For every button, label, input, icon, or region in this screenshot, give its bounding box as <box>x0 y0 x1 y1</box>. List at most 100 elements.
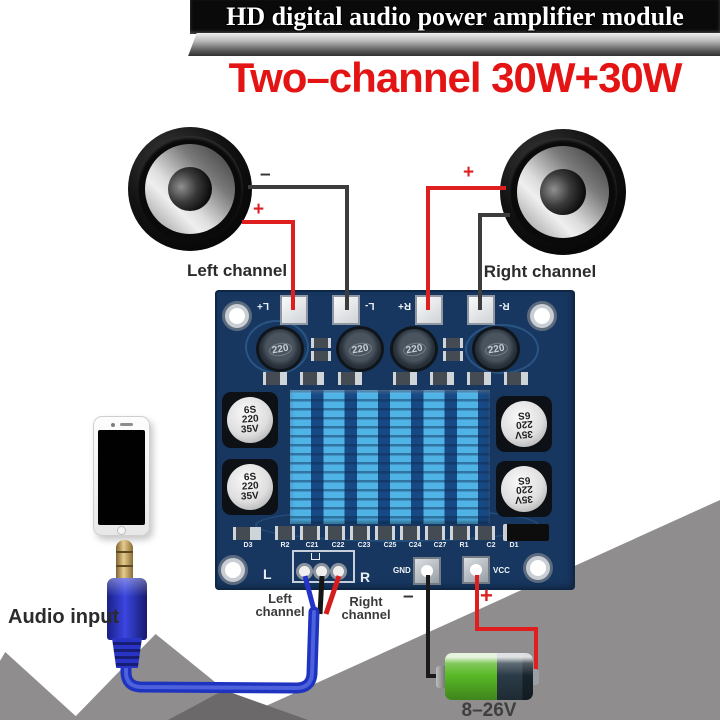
capacitor: 6S 220 35V <box>496 461 552 517</box>
smd-component <box>443 338 463 348</box>
solder-pad-r-minus <box>467 295 495 325</box>
silk-label: C23 <box>357 542 371 549</box>
smd-component <box>450 526 470 540</box>
capacitor: 6S 220 35V <box>222 392 278 448</box>
gnd-label: GND <box>393 566 411 575</box>
pad-label-l-minus: L- <box>365 300 375 311</box>
silk-label: C25 <box>383 542 397 549</box>
left-speaker-plus-sign: + <box>253 199 265 220</box>
smd-component <box>504 372 528 385</box>
pcb-trace <box>465 324 539 374</box>
mounting-hole <box>530 560 546 576</box>
phone-speaker-slit <box>120 423 133 426</box>
board-left-channel-label: Left channel <box>249 592 311 618</box>
audio-jack-strain-relief <box>112 638 142 668</box>
smd-component <box>375 526 395 540</box>
speaker-dust-cap <box>540 169 586 215</box>
connector-silk-mark <box>311 553 320 560</box>
diode-d3 <box>233 527 261 540</box>
battery-voltage-label: 8–26V <box>461 700 517 720</box>
inductor-value: 220 <box>267 340 293 358</box>
capacitor: 6S 220 35V <box>222 459 278 515</box>
capacitor-text: 35V <box>514 427 534 440</box>
power-minus-sign: – <box>403 586 414 607</box>
smd-component <box>300 526 320 540</box>
gnd-terminal <box>413 557 441 585</box>
smd-component <box>467 372 491 385</box>
phone <box>93 416 150 536</box>
smd-component <box>400 526 420 540</box>
audio-jack-plug <box>107 578 147 640</box>
smd-component <box>393 372 417 385</box>
diode-d1 <box>503 524 549 541</box>
silk-label: C22 <box>331 542 345 549</box>
battery-negative-terminal <box>436 666 446 688</box>
mounting-hole <box>225 562 241 578</box>
inductor: 220 <box>393 329 435 369</box>
smd-component <box>430 372 454 385</box>
banner-title: HD digital audio power amplifier module <box>226 2 684 31</box>
audio-input-label: Audio input <box>8 606 120 628</box>
smd-component <box>425 526 445 540</box>
capacitor-top: 6S 220 35V <box>227 397 273 443</box>
vcc-label: VCC <box>493 566 510 575</box>
solder-pad-r-plus <box>415 295 443 325</box>
audio-jack-tip <box>116 540 133 580</box>
inductor-value: 220 <box>347 340 373 358</box>
label-line: Right <box>349 594 383 609</box>
battery-positive-terminal <box>533 669 539 685</box>
inductor: 220 <box>475 329 517 369</box>
silk-label: D3 <box>243 542 253 549</box>
right-channel-label: Right channel <box>483 262 597 281</box>
pad-label-l-plus: L+ <box>257 300 269 311</box>
smd-component <box>338 372 362 385</box>
left-channel-label: Left channel <box>186 261 288 280</box>
subtitle: Two–channel 30W+30W <box>228 54 683 101</box>
banner-gradient-band <box>188 33 720 56</box>
inductor: 220 <box>339 329 381 369</box>
smd-component <box>311 338 331 348</box>
phone-home-button <box>117 526 126 535</box>
mounting-hole <box>229 308 245 324</box>
left-speaker-minus-sign: – <box>260 164 271 185</box>
silk-label: C27 <box>433 542 447 549</box>
mounting-hole <box>534 308 550 324</box>
capacitor-top: 6S 220 35V <box>227 464 273 510</box>
capacitor-top: 6S 220 35V <box>501 401 547 447</box>
audio-pin-right <box>333 566 344 577</box>
smd-component <box>325 526 345 540</box>
label-line: channel <box>341 607 391 622</box>
mountain-decoration <box>0 652 80 720</box>
smd-component <box>475 526 495 540</box>
right-speaker-minus-sign: – <box>487 205 498 226</box>
inductor: 220 <box>259 329 301 369</box>
board-right-channel-label: Right channel <box>333 595 399 621</box>
smd-component <box>311 351 331 361</box>
capacitor-text: 35V <box>240 490 260 503</box>
terminal-hole <box>470 564 482 576</box>
capacitor: 6S 220 35V <box>496 396 552 452</box>
silk-label: C24 <box>408 542 422 549</box>
smd-component <box>263 372 287 385</box>
silk-label: R1 <box>459 542 469 549</box>
right-speaker-plus-sign: + <box>463 162 475 183</box>
smd-component <box>300 372 324 385</box>
phone-screen <box>98 430 145 525</box>
smd-component <box>275 526 295 540</box>
power-plus-sign: + <box>480 583 493 608</box>
solder-pad-l-minus <box>332 295 360 325</box>
label-line: Left <box>268 591 292 606</box>
left-speaker <box>128 127 252 251</box>
smd-component <box>443 351 463 361</box>
silk-label: D1 <box>509 542 519 549</box>
amplifier-board: L+ L- R+ R- 220 220 220 220 6S 220 35V <box>215 290 575 590</box>
speaker-dust-cap <box>168 167 212 211</box>
right-speaker <box>500 129 626 255</box>
smd-component <box>350 526 370 540</box>
capacitor-top: 6S 220 35V <box>501 466 547 512</box>
terminal-hole <box>421 565 433 577</box>
silk-label: C2 <box>486 542 496 549</box>
silk-letter-r: R <box>360 569 371 585</box>
silk-label: R2 <box>280 542 290 549</box>
